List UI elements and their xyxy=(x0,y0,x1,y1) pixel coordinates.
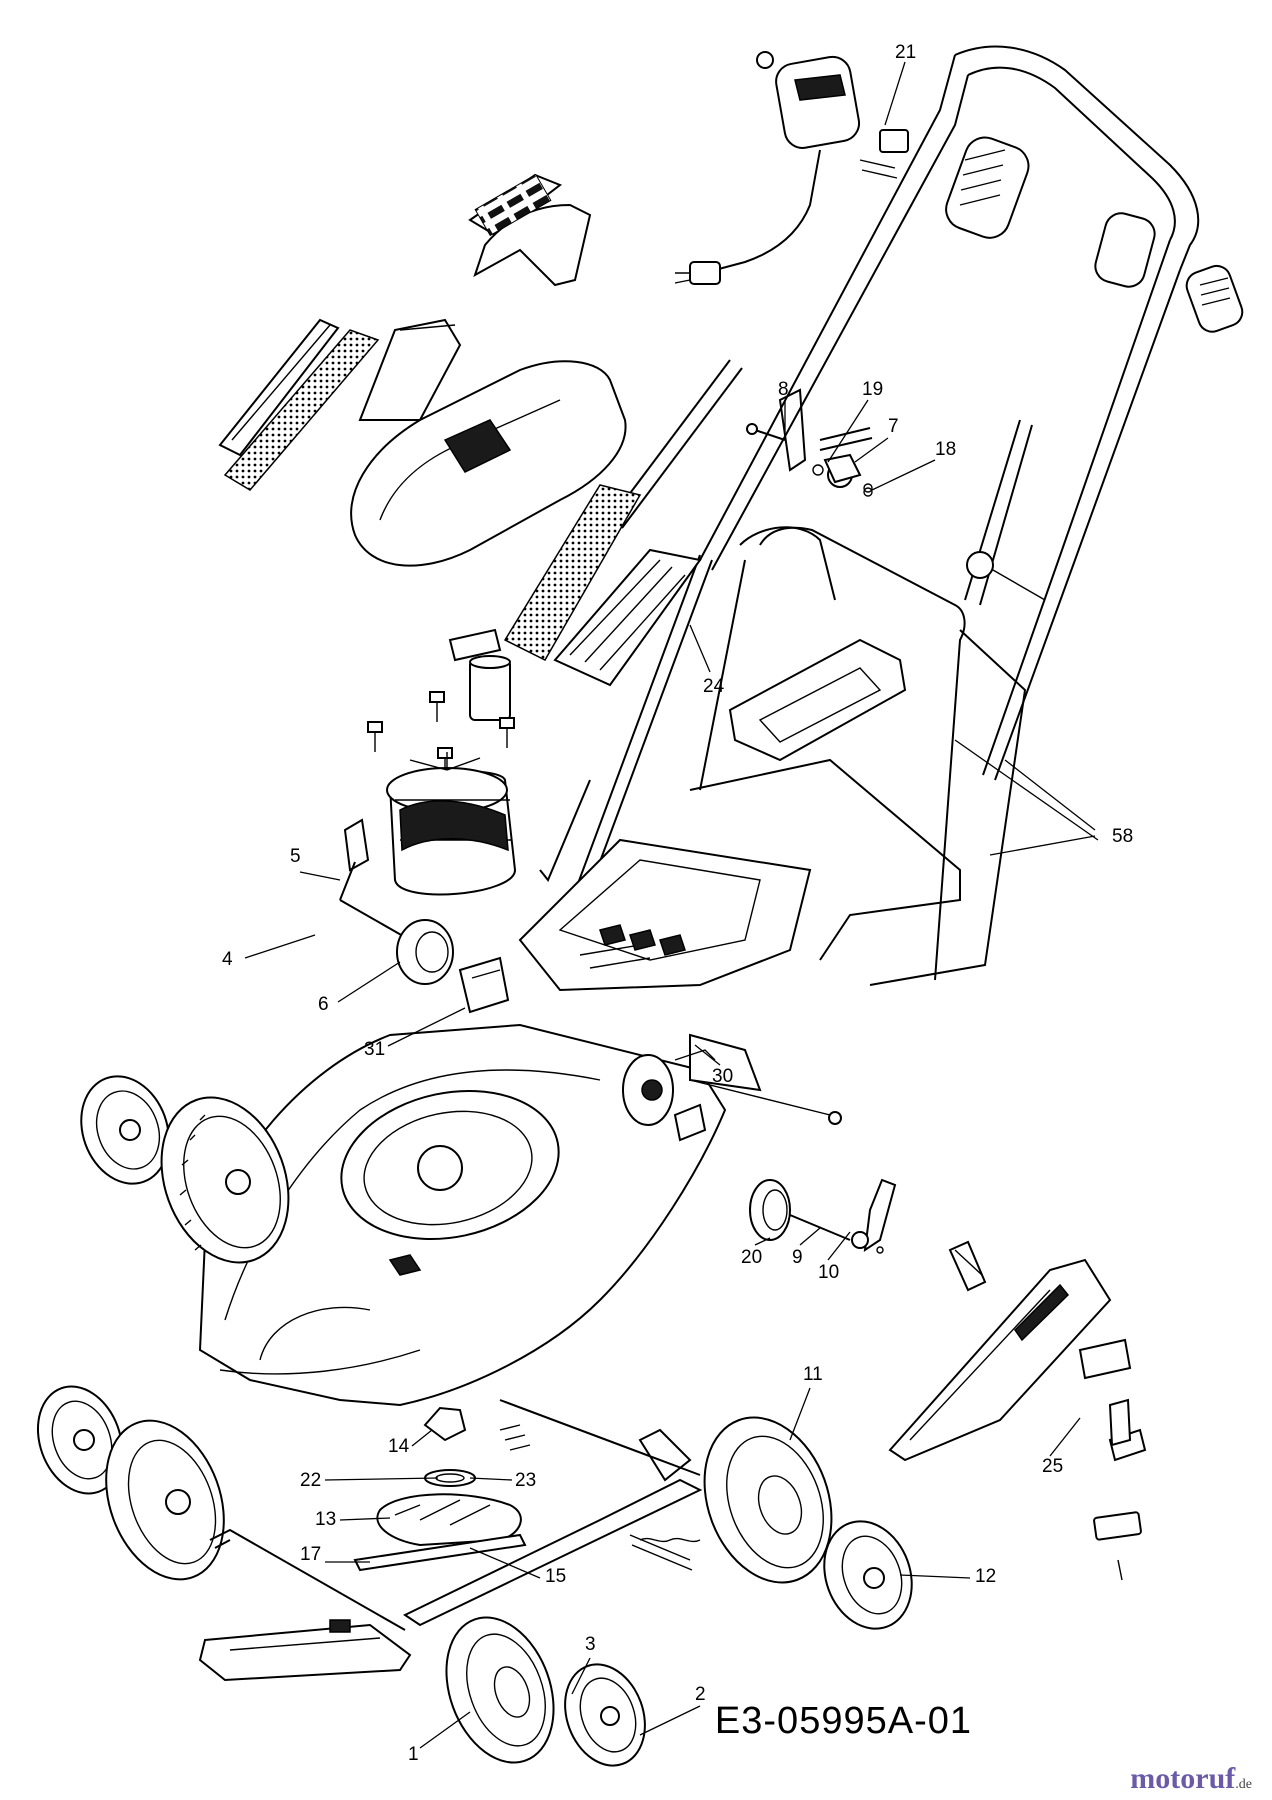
leader-line-2 xyxy=(639,1705,701,1736)
front-right-hubcap xyxy=(564,1663,646,1767)
front-left-hubcap xyxy=(36,1385,124,1495)
callout-label-13: 13 xyxy=(315,1509,336,1530)
callout-label-19: 19 xyxy=(862,379,883,400)
top-grille xyxy=(468,173,592,287)
front-right-wheel xyxy=(445,1616,555,1764)
leader-line-30 xyxy=(694,1044,721,1066)
callout-label-2: 2 xyxy=(695,1684,706,1705)
leader-line-24 xyxy=(689,624,711,673)
callout-label-22: 22 xyxy=(300,1470,321,1491)
rear-right-hubcap xyxy=(823,1520,913,1630)
callout-label-11: 11 xyxy=(803,1364,823,1385)
watermark-logo: motoruf.de xyxy=(1130,1762,1252,1796)
leader-lines xyxy=(244,61,1099,1749)
rear-left-hubcap xyxy=(80,1075,170,1185)
height-adjuster xyxy=(622,1049,897,1254)
callout-label-6: 6 xyxy=(318,994,329,1015)
leader-line-13 xyxy=(339,1517,391,1521)
leader-line-21 xyxy=(884,61,906,126)
callout-label-3: 3 xyxy=(585,1634,596,1655)
motor-cover xyxy=(218,318,627,567)
watermark-text: motoruf xyxy=(1130,1762,1236,1795)
leader-line-25 xyxy=(1049,1417,1081,1457)
switch-box xyxy=(674,51,909,285)
lower-handle xyxy=(539,359,1046,911)
rear-left-wheel xyxy=(160,1096,290,1264)
leader-line-5 xyxy=(299,871,341,881)
capacitor xyxy=(448,628,511,721)
leader-line-23 xyxy=(469,1477,513,1481)
blade-assembly xyxy=(353,1406,527,1572)
callout-label-31: 31 xyxy=(364,1039,385,1060)
callout-label-20: 20 xyxy=(741,1247,762,1268)
leader-line-11 xyxy=(789,1387,811,1441)
leader-line-6 xyxy=(337,961,401,1003)
callout-label-7: 7 xyxy=(888,416,899,437)
callout-label-8: 8 xyxy=(778,379,789,400)
rear-right-wheel xyxy=(703,1416,833,1584)
leader-line-3 xyxy=(571,1657,591,1695)
leader-line-22 xyxy=(324,1477,439,1481)
leader-line-20 xyxy=(754,1237,771,1246)
grass-collector xyxy=(518,526,1027,992)
callout-label-24: 24 xyxy=(703,676,725,697)
bolt-and-knob xyxy=(746,423,873,497)
leader-line-31 xyxy=(387,1007,466,1047)
side-discharge xyxy=(888,1240,1147,1581)
leader-line-4 xyxy=(244,934,316,959)
leader-line-9 xyxy=(799,1227,821,1246)
leader-line-58-3 xyxy=(954,739,1099,841)
axles xyxy=(198,1399,703,1682)
drawing-code: E3-05995A-01 xyxy=(714,1700,972,1742)
callout-label-14: 14 xyxy=(388,1436,410,1457)
callout-label-5: 5 xyxy=(290,846,301,867)
callout-label-12: 12 xyxy=(975,1566,996,1587)
callout-label-10: 10 xyxy=(818,1262,839,1283)
leader-line-1 xyxy=(419,1711,471,1749)
drive-pulley xyxy=(339,818,510,1014)
watermark-suffix: .de xyxy=(1235,1777,1252,1792)
upper-handle xyxy=(699,45,1244,781)
callout-label-1: 1 xyxy=(408,1744,419,1765)
callout-label-25: 25 xyxy=(1042,1456,1063,1477)
leader-line-10 xyxy=(827,1231,851,1261)
leader-line-58-1 xyxy=(1004,759,1096,831)
motor xyxy=(386,752,517,896)
callout-label-15: 15 xyxy=(545,1566,566,1587)
leader-line-14 xyxy=(411,1429,433,1447)
callout-label-30: 30 xyxy=(712,1066,733,1087)
leader-line-19 xyxy=(827,399,869,463)
leader-line-15 xyxy=(469,1547,541,1579)
callout-label-17: 17 xyxy=(300,1544,321,1565)
leader-line-7 xyxy=(854,437,889,463)
leader-line-58-2 xyxy=(989,835,1096,856)
callout-label-58: 58 xyxy=(1112,826,1133,847)
leader-line-12 xyxy=(899,1574,971,1579)
side-grilles xyxy=(503,484,702,687)
callout-label-4: 4 xyxy=(222,949,233,970)
mower-deck xyxy=(198,1023,762,1407)
callout-label-18: 18 xyxy=(935,439,956,460)
callout-label-9: 9 xyxy=(792,1247,803,1268)
callout-label-23: 23 xyxy=(515,1470,536,1491)
front-left-wheel xyxy=(105,1419,225,1581)
leader-line-18 xyxy=(871,459,936,491)
callout-label-21: 21 xyxy=(895,42,916,63)
